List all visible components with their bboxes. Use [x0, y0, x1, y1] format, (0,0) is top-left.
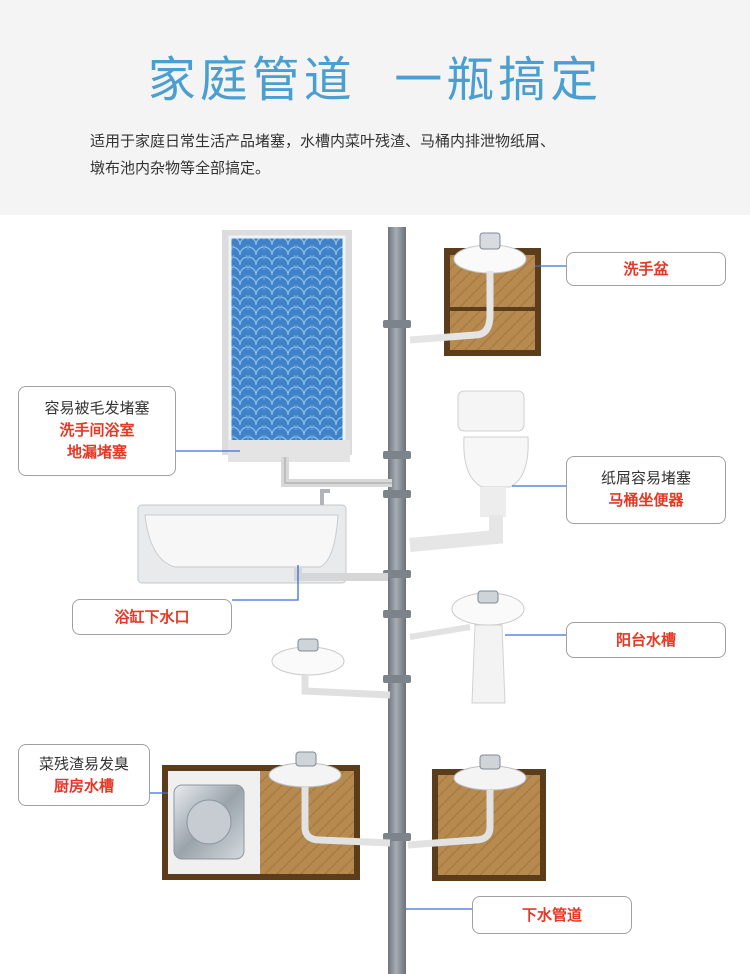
callout-note: 菜残渣易发臭 — [38, 755, 129, 773]
callout-label-line-2: 地漏堵塞 — [66, 443, 127, 461]
callout-toilet: 纸屑容易堵塞 马桶坐便器 — [566, 456, 726, 524]
description-line-2: 墩布池内杂物等全部搞定。 — [90, 159, 271, 177]
callout-kitchen-sink: 菜残渣易发臭 厨房水槽 — [18, 744, 150, 806]
callout-label: 阳台水槽 — [615, 631, 676, 649]
plumbing-diagram — [137, 227, 566, 974]
balcony-sink — [409, 590, 525, 704]
shower-drain-pipe — [281, 457, 392, 487]
callout-note: 容易被毛发堵塞 — [44, 399, 150, 417]
callout-label: 厨房水槽 — [53, 777, 114, 795]
main-drain-pipe — [383, 227, 411, 974]
shower-wall — [222, 230, 352, 462]
callout-label: 浴缸下水口 — [114, 608, 190, 626]
callout-drain-pipe: 下水管道 — [472, 896, 632, 934]
callout-balcony-sink: 阳台水槽 — [566, 622, 726, 658]
header-background — [0, 0, 750, 215]
description: 适用于家庭日常生活产品堵塞，水槽内菜叶残渣、马桶内排泄物纸屑、 墩布池内杂物等全… — [90, 128, 690, 182]
kitchen-cabinet — [162, 751, 391, 880]
callout-note: 纸屑容易堵塞 — [600, 469, 691, 487]
callout-bathroom-floor-drain: 容易被毛发堵塞 洗手间浴室 地漏堵塞 — [18, 386, 176, 476]
description-line-1: 适用于家庭日常生活产品堵塞，水槽内菜叶残渣、马桶内排泄物纸屑、 — [90, 132, 556, 150]
small-wall-sink — [271, 638, 391, 699]
toilet — [409, 390, 529, 552]
callout-label: 下水管道 — [521, 906, 582, 924]
wash-basin-cabinet — [409, 232, 541, 356]
callout-label-line-1: 洗手间浴室 — [59, 421, 135, 439]
side-cabinet — [407, 754, 546, 881]
callout-wash-basin: 洗手盆 — [566, 252, 726, 286]
bathtub — [137, 489, 388, 584]
page-title: 家庭管道 一瓶搞定 — [147, 52, 603, 108]
callout-bathtub: 浴缸下水口 — [72, 599, 232, 635]
callout-label: 洗手盆 — [623, 260, 669, 278]
leader-lines — [150, 265, 566, 910]
callout-label: 马桶坐便器 — [608, 491, 684, 509]
